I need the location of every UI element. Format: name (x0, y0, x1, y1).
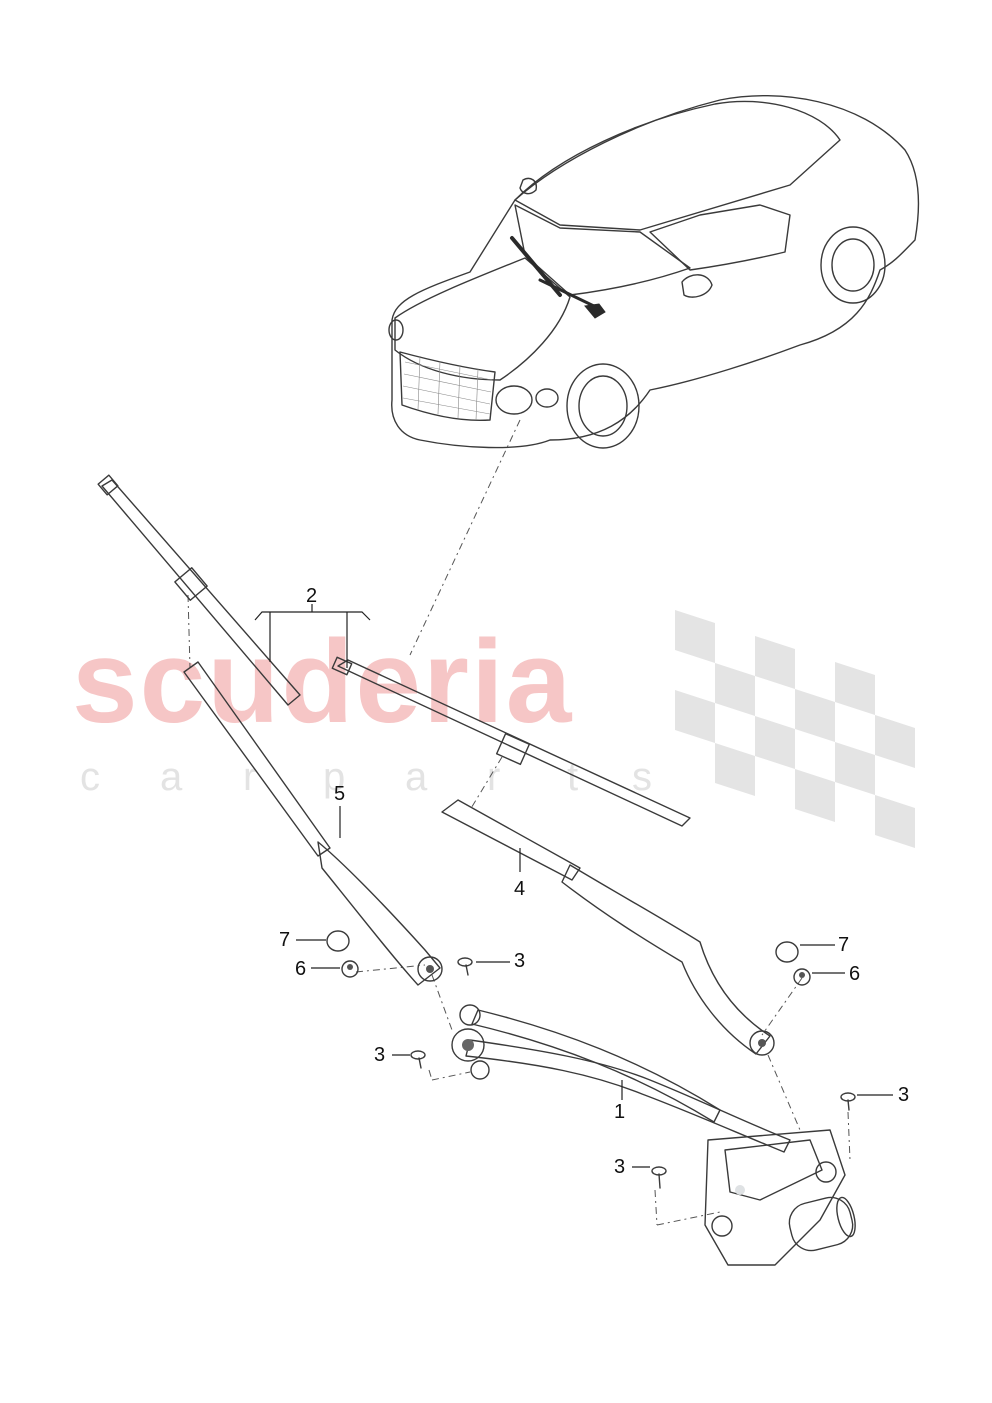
callout-3: 3 (514, 950, 525, 972)
watermark-letter: c (80, 755, 100, 799)
leader-lines (187, 419, 851, 1226)
watermark-letter: s (632, 755, 652, 799)
callout-7: 7 (279, 929, 290, 951)
cap-right (775, 941, 799, 963)
wiper-arm-left (183, 661, 443, 986)
callout-3: 3 (898, 1084, 909, 1106)
bolt-d (840, 1092, 856, 1111)
front-wheel (566, 363, 640, 449)
watermark-letter: p (323, 755, 345, 799)
bolt-a (457, 957, 473, 976)
watermark-letter: r (487, 755, 500, 799)
callout-5: 5 (334, 783, 345, 805)
headlight (388, 319, 404, 341)
callout-3: 3 (374, 1044, 385, 1066)
nut-left (341, 960, 359, 978)
watermark-letter: a (405, 755, 428, 799)
car-wiper-highlight (510, 236, 606, 319)
watermark-brand: scuderia (72, 616, 573, 748)
callout-7: 7 (838, 934, 849, 956)
watermark-tagline: c a r p a r t s (80, 755, 652, 799)
wiper-arm-right (441, 799, 775, 1056)
bolt-c (651, 1166, 667, 1189)
checkered-flag-icon (675, 610, 915, 848)
watermark-letter: a (160, 755, 183, 799)
callout-6: 6 (295, 958, 306, 980)
headlight (495, 385, 533, 415)
nut-right (793, 968, 811, 986)
wiper-blade-left (97, 474, 301, 706)
bolt-b (410, 1050, 426, 1069)
watermark: scuderia c a r p a r t s (72, 610, 915, 848)
callout-2: 2 (306, 585, 317, 607)
callout-6: 6 (849, 963, 860, 985)
watermark-letter: t (567, 755, 578, 799)
callout-3: 3 (614, 1156, 625, 1178)
callout-4: 4 (514, 878, 525, 900)
callout-1: 1 (614, 1101, 625, 1123)
headlight (535, 388, 559, 408)
wiper-motor (704, 1129, 856, 1266)
cap-left (326, 930, 350, 952)
grille-mesh (402, 355, 493, 421)
callouts: 1 2 3 3 3 3 4 5 6 6 7 7 (279, 585, 909, 1178)
wiper-linkage (451, 1004, 791, 1153)
rear-wheel (820, 226, 886, 304)
side-mirror (681, 274, 713, 298)
callout-lines (254, 604, 893, 1168)
car-illustration (388, 95, 920, 449)
wiper-blade-right (331, 656, 691, 827)
side-mirror (519, 177, 538, 195)
